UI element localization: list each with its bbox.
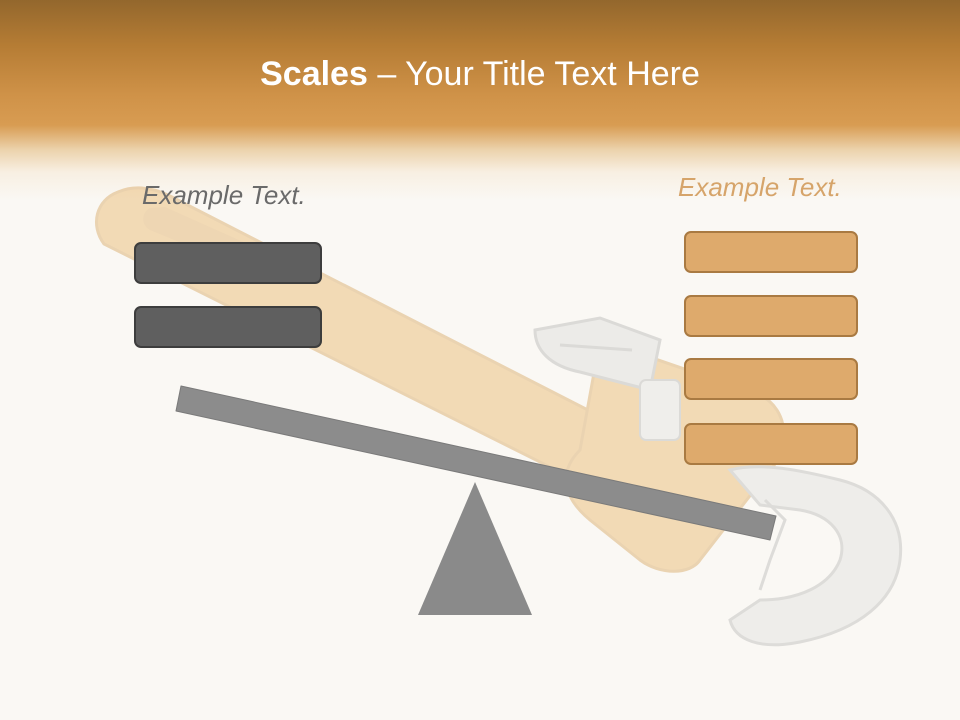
left-weight-box-2 xyxy=(134,306,322,348)
right-weight-box-4 xyxy=(684,423,858,465)
right-label: Example Text. xyxy=(678,172,842,202)
header-band xyxy=(0,0,960,200)
slide-title: Scales – Your Title Text Here xyxy=(0,52,960,96)
right-weight-box-3 xyxy=(684,358,858,400)
right-weight-box-1 xyxy=(684,231,858,273)
right-weight-box-2 xyxy=(684,295,858,337)
left-weight-box-1 xyxy=(134,242,322,284)
title-rest: – Your Title Text Here xyxy=(367,55,700,93)
left-label: Example Text. xyxy=(142,180,306,210)
title-bold: Scales xyxy=(260,55,368,93)
